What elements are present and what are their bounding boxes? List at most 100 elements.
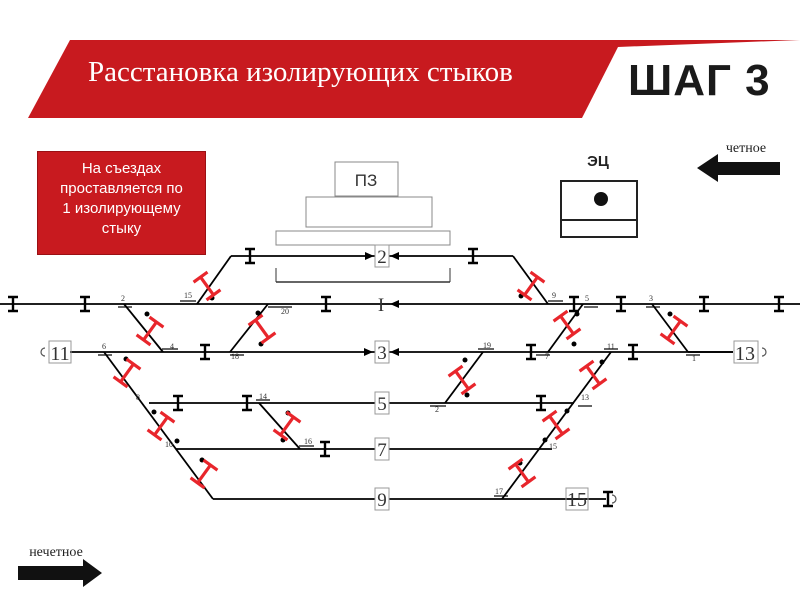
switch-dot xyxy=(574,311,580,317)
end-signal-glyphs xyxy=(40,347,767,504)
switch-13: 13 xyxy=(581,393,589,402)
signal-arc-right xyxy=(761,347,767,357)
arrow-3-right xyxy=(364,348,373,356)
note-box: На съездах проставляется по 1 изолирующе… xyxy=(37,151,206,255)
ladder-left xyxy=(103,351,214,500)
insulating-joint xyxy=(135,315,165,347)
frog-ticks xyxy=(98,300,700,497)
switch-1: 1 xyxy=(692,354,696,363)
track-label-9: 9 xyxy=(377,490,387,511)
note-line: На съездах xyxy=(81,160,162,177)
insulating-joint xyxy=(189,458,219,490)
track-label-box xyxy=(374,437,390,461)
insulating-joint xyxy=(516,270,546,302)
ec-label: ЭЦ xyxy=(587,153,609,170)
signal xyxy=(242,394,252,412)
tracks xyxy=(0,255,800,500)
signal xyxy=(603,490,613,508)
insulating-joints xyxy=(112,270,689,490)
step-label: ШАГ 3 xyxy=(628,56,771,105)
insulating-joint xyxy=(659,314,689,346)
signal xyxy=(536,394,546,412)
signal-label-11: 11 xyxy=(50,343,69,365)
route-arrows xyxy=(364,252,399,356)
track-label-3: 3 xyxy=(377,343,387,364)
insulating-joint xyxy=(146,410,176,442)
switch-18: 18 xyxy=(231,352,239,361)
signal xyxy=(320,440,330,458)
header-banner xyxy=(28,40,800,118)
arrow-3-left xyxy=(390,348,399,356)
signal-box-13 xyxy=(733,340,759,364)
switch-dot xyxy=(151,409,157,415)
switch-4: 4 xyxy=(170,342,174,351)
signal-arc-bottom xyxy=(611,494,617,504)
switch-8: 8 xyxy=(136,393,140,402)
track-label-box xyxy=(374,487,390,511)
crossover-3-1 xyxy=(651,303,689,353)
switch-5: 5 xyxy=(585,294,589,303)
signal xyxy=(321,295,331,313)
arrow-2-left xyxy=(390,252,399,260)
crossover-2-4 xyxy=(123,303,164,353)
arrow-2-right xyxy=(365,252,374,260)
switch-3: 3 xyxy=(649,294,653,303)
even-direction-label: четное xyxy=(726,141,766,156)
switch-17: 17 xyxy=(495,487,503,496)
insulating-joint xyxy=(541,409,571,441)
signal xyxy=(468,247,478,265)
signal xyxy=(628,343,638,361)
signal xyxy=(569,295,579,313)
signal xyxy=(699,295,709,313)
switch-14: 14 xyxy=(259,392,267,401)
switch-dot xyxy=(542,437,548,443)
signal xyxy=(200,343,210,361)
platform-middle xyxy=(275,230,451,246)
even-direction-arrow xyxy=(697,154,780,182)
connection-2-right xyxy=(512,255,549,305)
switch-19: 19 xyxy=(483,341,491,350)
signal xyxy=(80,295,90,313)
page-title: Расстановка изолирующих стыков xyxy=(88,56,513,88)
ec-dot xyxy=(594,192,608,206)
note-line: стыку xyxy=(101,220,142,237)
signal xyxy=(245,247,255,265)
track-label-I: I xyxy=(378,295,384,316)
signal-box-11 xyxy=(48,340,72,364)
switch-7: 7 xyxy=(545,352,549,361)
black-signals xyxy=(8,247,784,508)
platform-upper xyxy=(305,196,433,228)
connection-2-left xyxy=(196,255,232,305)
arrow-I xyxy=(390,300,399,308)
track-labels: 2 I 3 5 7 9 11 13 15 xyxy=(48,244,759,511)
insulating-joint xyxy=(112,357,142,389)
crossover-14-16 xyxy=(258,402,301,450)
crossover-19-2 xyxy=(444,351,484,404)
switch-dot xyxy=(564,408,570,414)
switch-dot xyxy=(255,310,261,316)
switch-11: 11 xyxy=(607,342,615,351)
odd-direction-arrow xyxy=(18,559,102,587)
switch-dot xyxy=(599,359,605,365)
note-line: проставляется по xyxy=(60,180,183,197)
signal-label-13: 13 xyxy=(735,343,755,365)
insulating-joint xyxy=(192,270,222,302)
switch-2: 2 xyxy=(121,294,125,303)
signal xyxy=(526,343,536,361)
track-label-5: 5 xyxy=(377,394,387,415)
insulating-joint xyxy=(247,313,277,345)
switch-15b: 15 xyxy=(549,442,557,451)
signal xyxy=(173,394,183,412)
signal-box-15 xyxy=(565,487,589,511)
crossover-20-18 xyxy=(229,303,269,353)
track-label-box xyxy=(374,340,390,364)
signal-label-15: 15 xyxy=(567,489,587,511)
pz-building xyxy=(334,161,399,197)
switch-6: 6 xyxy=(102,342,106,351)
switch-2b: 2 xyxy=(435,405,439,414)
pz-label: ПЗ xyxy=(355,171,378,190)
odd-direction-label: нечетное xyxy=(29,545,83,560)
track-label-box xyxy=(374,244,390,268)
ec-building xyxy=(560,180,638,238)
